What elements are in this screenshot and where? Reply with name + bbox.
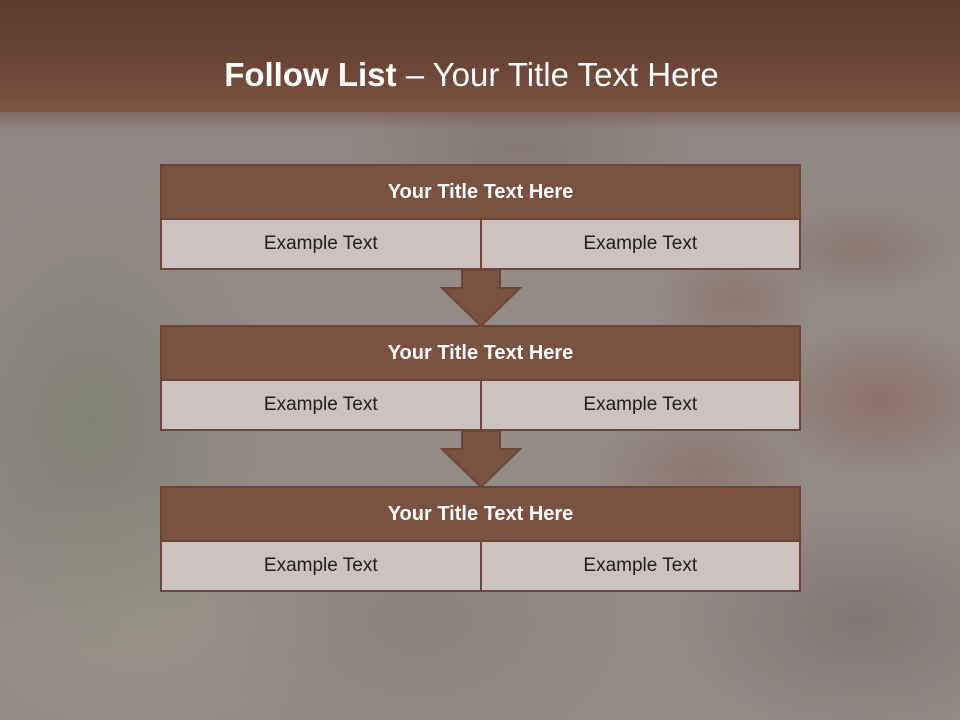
down-arrow-icon [439,430,523,489]
title-bar-fade [0,100,960,130]
step-row: Example Text Example Text [160,220,801,270]
title-bar [0,0,960,130]
step-left-text: Example Text [160,220,482,270]
step-left-text: Example Text [160,381,482,431]
step-block-3: Your Title Text Here Example Text Exampl… [160,486,801,592]
page-title: Follow List – Your Title Text Here [0,55,943,95]
step-right-text: Example Text [481,542,801,592]
step-left-text: Example Text [160,542,482,592]
step-block-1: Your Title Text Here Example Text Exampl… [160,164,801,270]
step-right-text: Example Text [481,381,801,431]
page-title-rest: – Your Title Text Here [396,56,719,93]
step-block-2: Your Title Text Here Example Text Exampl… [160,325,801,431]
step-title: Your Title Text Here [160,486,801,542]
step-title: Your Title Text Here [160,164,801,220]
step-right-text: Example Text [481,220,801,270]
step-row: Example Text Example Text [160,542,801,592]
step-title: Your Title Text Here [160,325,801,381]
step-row: Example Text Example Text [160,381,801,431]
page-title-bold: Follow List [224,56,397,93]
down-arrow-icon [439,269,523,328]
